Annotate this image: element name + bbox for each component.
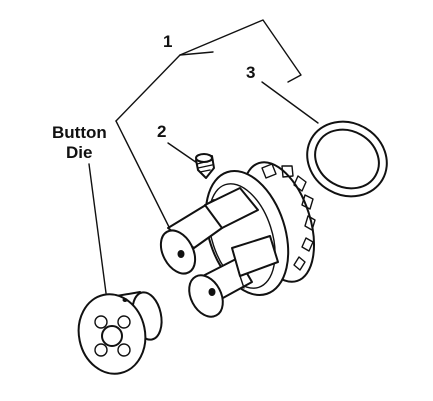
- set-screw-part: [195, 153, 215, 179]
- leader-line-2: [167, 142, 201, 166]
- callout-label-2: 2: [157, 122, 166, 141]
- callout-label-button-die-line1: Button: [52, 123, 107, 142]
- o-ring-part: [306, 120, 388, 198]
- callout-label-button-die-line2: Die: [66, 143, 92, 162]
- leader-line-1: [115, 19, 302, 234]
- callout-label-3: 3: [246, 63, 255, 82]
- button-die-part: [77, 291, 163, 375]
- leader-line-button-die: [88, 163, 107, 294]
- callout-label-1: 1: [163, 32, 172, 51]
- die-head-assembly: [159, 161, 316, 318]
- leader-line-3: [261, 81, 319, 124]
